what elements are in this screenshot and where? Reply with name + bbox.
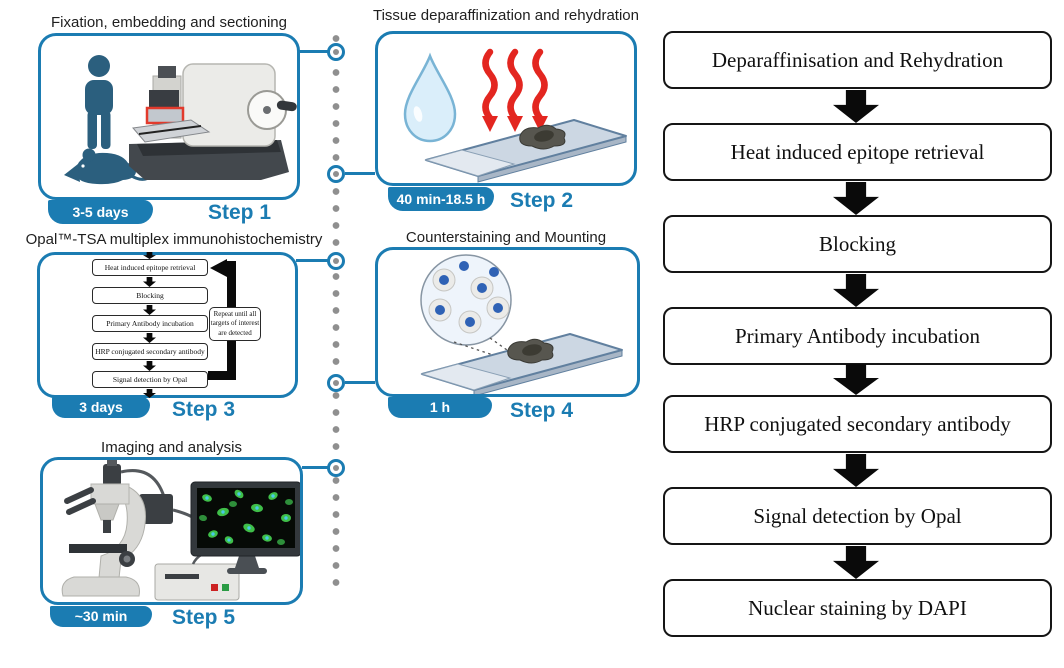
repeat-note: Repeat until all targets of interest are… bbox=[209, 307, 261, 341]
repeat-loop-arrowhead bbox=[210, 259, 227, 277]
step3-flow-box-5: Signal detection by Opal bbox=[92, 371, 208, 388]
dotted-timeline bbox=[332, 30, 340, 592]
heat-arrowheads bbox=[482, 116, 548, 132]
step3-flow-box-4: HRP conjugated secondary antibody bbox=[92, 343, 208, 360]
flowchart-box-dapi: Nuclear staining by DAPI bbox=[663, 579, 1052, 637]
step4-duration-badge: 1 h bbox=[388, 397, 492, 418]
repeat-loop-horizontal-bar bbox=[208, 371, 236, 380]
tissue-slide-icon bbox=[424, 119, 627, 183]
flowchart-box-signal-opal: Signal detection by Opal bbox=[663, 487, 1052, 545]
step1-label: Step 1 bbox=[208, 201, 272, 224]
flowchart-box-primary-antibody: Primary Antibody incubation bbox=[663, 307, 1052, 365]
magnifier-dashed-lines bbox=[453, 337, 525, 365]
timeline-node-step4 bbox=[327, 374, 345, 392]
timeline-node-step1 bbox=[327, 43, 345, 61]
step2-label: Step 2 bbox=[510, 189, 574, 212]
connector-line-step5 bbox=[302, 466, 328, 469]
step3-flow-arrow-top bbox=[143, 252, 156, 259]
monitor-cells-icon bbox=[190, 481, 302, 574]
flowchart-box-deparaffinisation: Deparaffinisation and Rehydration bbox=[663, 31, 1052, 89]
step5-box bbox=[40, 457, 303, 605]
step3-flow-arrow-3 bbox=[143, 333, 156, 343]
step3-flow-arrow-4 bbox=[143, 361, 156, 371]
flowchart-arrow-4 bbox=[833, 364, 879, 395]
repeat-note-line2: targets of interest bbox=[210, 319, 260, 328]
control-box-icon bbox=[154, 550, 240, 601]
microscope-icon bbox=[61, 460, 198, 597]
step2-duration-badge: 40 min-18.5 h bbox=[388, 187, 494, 211]
microtome-icon bbox=[129, 63, 297, 180]
step1-illustration bbox=[64, 55, 297, 185]
connector-line-step2 bbox=[345, 172, 375, 175]
step1-box bbox=[38, 33, 300, 200]
timeline-node-step3 bbox=[327, 252, 345, 270]
repeat-note-line3: are detected bbox=[218, 328, 252, 337]
water-drop-icon bbox=[403, 52, 457, 143]
step4-box bbox=[375, 247, 640, 397]
flowchart-box-blocking: Blocking bbox=[663, 215, 1052, 273]
step3-flow-box-2: Blocking bbox=[92, 287, 208, 304]
flowchart-box-hrp-secondary: HRP conjugated secondary antibody bbox=[663, 395, 1052, 453]
heat-arrows-icon bbox=[482, 48, 548, 122]
step3-flow-box-1: Heat induced epitope retrieval bbox=[92, 259, 208, 276]
step5-label: Step 5 bbox=[172, 606, 236, 629]
step5-illustration bbox=[61, 460, 302, 601]
step3-title: Opal™-TSA multiplex immunohistochemistry bbox=[25, 231, 323, 248]
tissue-slide-icon bbox=[420, 333, 623, 397]
connector-line-step4 bbox=[345, 381, 375, 384]
step4-label: Step 4 bbox=[510, 399, 574, 422]
flowchart-arrow-5 bbox=[833, 454, 879, 487]
step5-title: Imaging and analysis bbox=[101, 439, 242, 456]
step1-title: Fixation, embedding and sectioning bbox=[51, 14, 287, 31]
repeat-note-line1: Repeat until all bbox=[213, 310, 257, 319]
step2-box bbox=[375, 31, 637, 186]
step3-flow-arrow-2 bbox=[143, 305, 156, 315]
step3-flow-box-3: Primary Antibody incubation bbox=[92, 315, 208, 332]
connector-line-step1 bbox=[299, 50, 328, 53]
flowchart-arrow-3 bbox=[833, 274, 879, 307]
step3-label: Step 3 bbox=[172, 398, 236, 421]
step3-flow-arrow-bottom bbox=[143, 389, 156, 398]
timeline-node-step5 bbox=[327, 459, 345, 477]
person-icon bbox=[85, 55, 113, 149]
step4-title: Counterstaining and Mounting bbox=[405, 229, 607, 246]
flowchart-arrow-1 bbox=[833, 90, 879, 123]
step1-duration-badge: 3-5 days bbox=[48, 200, 153, 224]
cells-magnifier-icon bbox=[420, 254, 512, 346]
step2-illustration bbox=[403, 48, 627, 183]
flowchart-arrow-6 bbox=[833, 546, 879, 579]
step3-duration-badge: 3 days bbox=[52, 397, 150, 418]
step2-title: Tissue deparaffinization and rehydration bbox=[372, 7, 639, 24]
connector-line-step3 bbox=[296, 259, 328, 262]
flowchart-box-heat-retrieval: Heat induced epitope retrieval bbox=[663, 123, 1052, 181]
flowchart-arrow-2 bbox=[833, 182, 879, 215]
step5-duration-badge: ~30 min bbox=[50, 606, 152, 627]
step4-illustration bbox=[420, 254, 623, 397]
step3-flow-arrow-1 bbox=[143, 277, 156, 287]
timeline-node-step2 bbox=[327, 165, 345, 183]
